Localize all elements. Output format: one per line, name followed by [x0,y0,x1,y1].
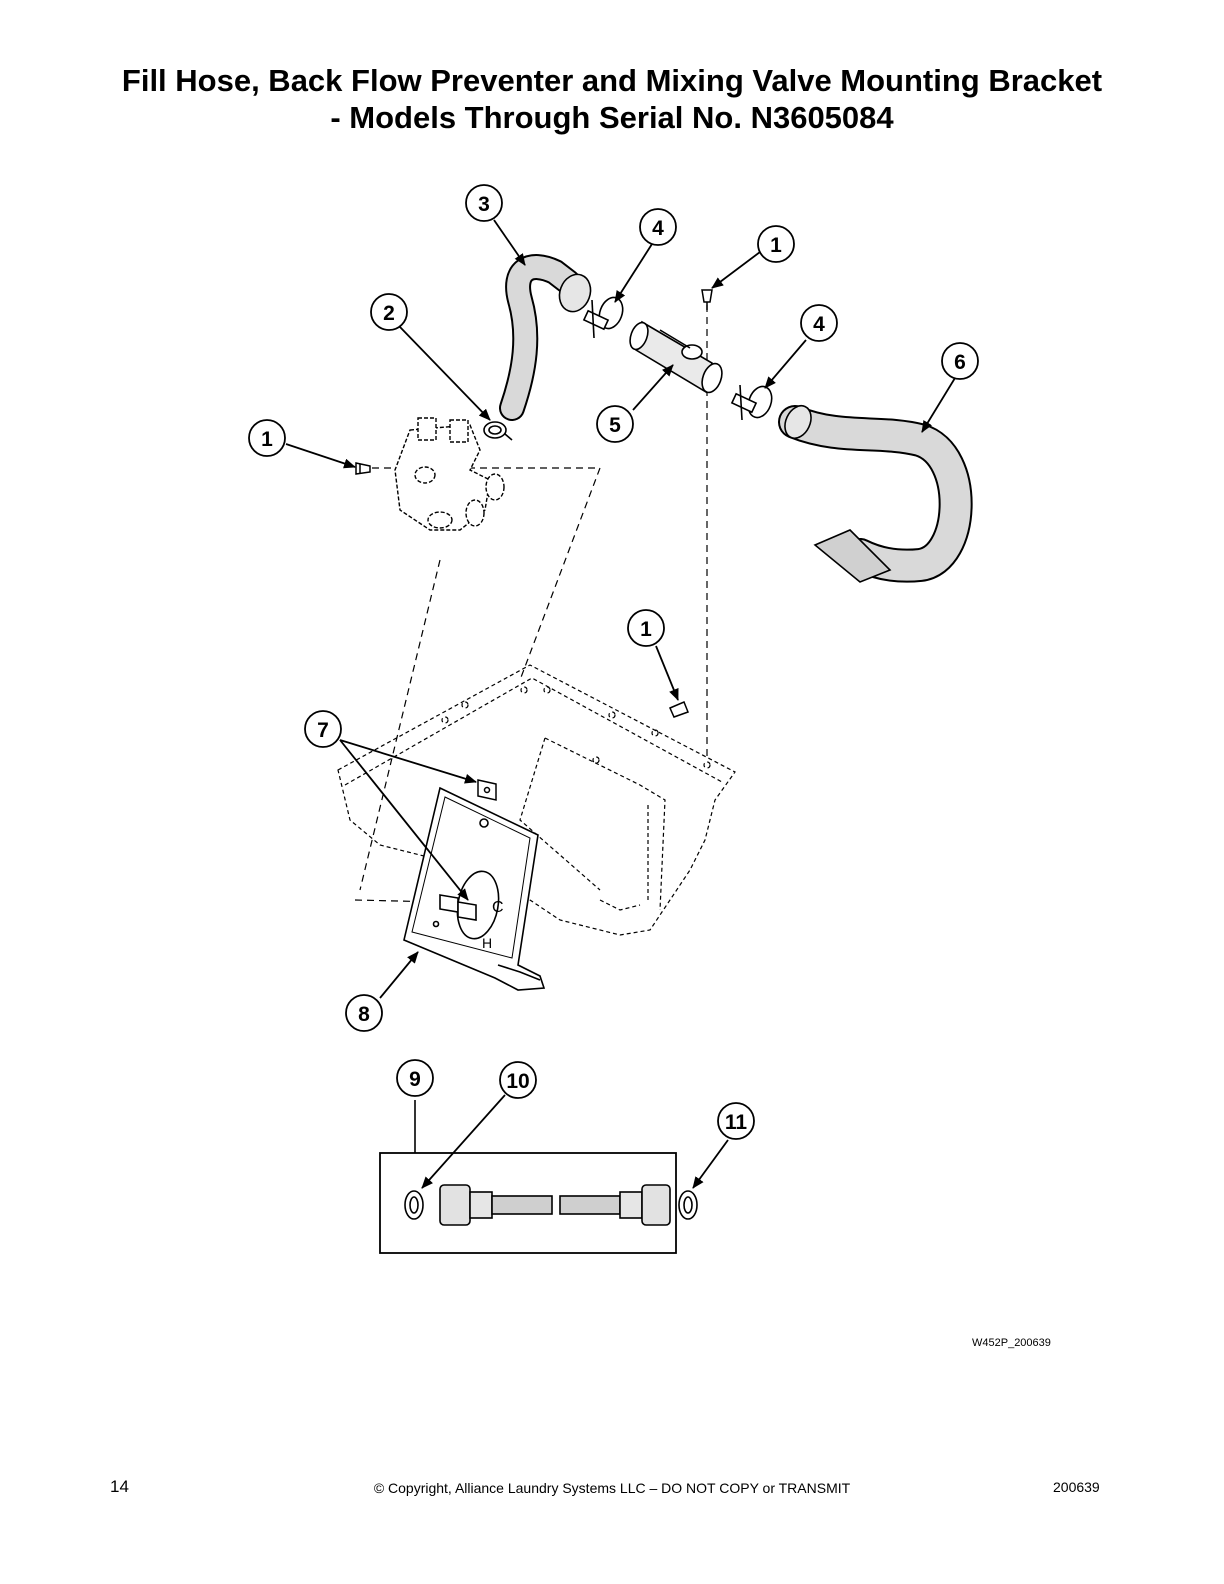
document-number: 200639 [1053,1479,1100,1495]
back-flow-preventer-part-5 [629,320,723,394]
clip-part-7-upper [477,779,497,801]
callout-1-left: 1 [261,428,273,451]
svg-text:H: H [482,935,492,951]
inlet-hose-part-9 [439,1184,671,1226]
callout-numbers: 3 4 1 2 4 6 1 5 1 7 8 9 10 11 [261,193,966,1134]
callout-circles [248,184,979,1140]
screw-part-1-top [701,289,713,310]
callout-7: 7 [317,719,329,742]
callout-8: 8 [358,1003,370,1026]
callout-3: 3 [478,193,490,216]
page-number: 14 [110,1477,129,1496]
hose-clamp-part-4-upper [582,296,624,339]
screw-part-1-left [355,462,371,475]
callout-4-lower: 4 [813,313,825,336]
washer-part-11 [678,1190,698,1220]
callout-1-top: 1 [770,234,782,257]
callout-4-upper: 4 [652,217,664,240]
svg-text:C: C [492,899,504,916]
fill-hose-part-6 [778,404,973,583]
screw-part-1-lower [669,701,689,718]
mounting-bracket-part-8: C H [403,786,546,991]
callout-9: 9 [409,1068,421,1091]
title-line-1: Fill Hose, Back Flow Preventer and Mixin… [121,63,1103,98]
mixing-valve [394,417,505,531]
title-line-2: - Models Through Serial No. N3605084 [330,100,894,135]
callout-2: 2 [383,302,395,325]
callout-6: 6 [954,351,966,374]
leader-lines [285,219,956,1189]
callout-1-lower: 1 [640,618,652,641]
cabinet-outline [337,664,736,936]
inlet-hose-kit-box [379,1100,677,1254]
washer-part-10 [404,1190,424,1220]
figure-code: W452P_200639 [972,1337,1051,1349]
callout-10: 10 [506,1070,529,1093]
hose-clamp-part-4-lower [730,384,773,421]
callout-11: 11 [725,1111,748,1134]
clamp-part-2 [483,421,513,441]
callout-5: 5 [609,414,621,437]
copyright-notice: © Copyright, Alliance Laundry Systems LL… [373,1480,851,1496]
page-title: Fill Hose, Back Flow Preventer and Mixin… [0,62,1224,136]
assembly-lines [354,305,708,903]
molded-hose-part-3 [499,254,592,421]
